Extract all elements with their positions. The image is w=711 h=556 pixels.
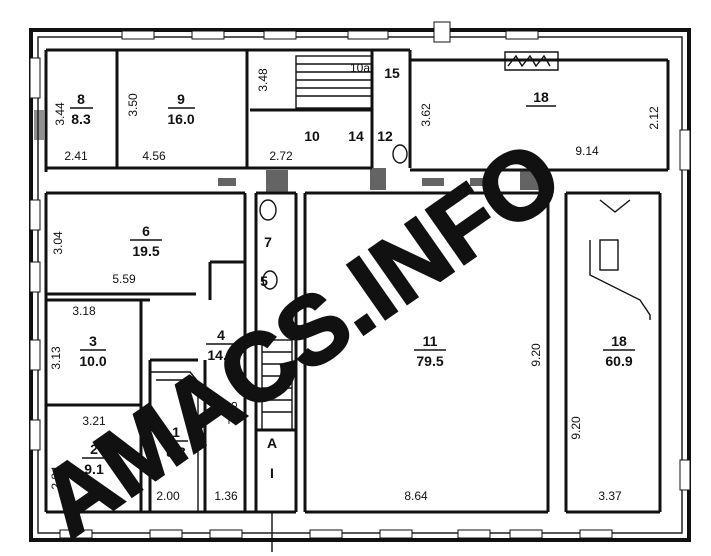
room-number: 6 <box>142 223 150 239</box>
dimension: 2.12 <box>647 106 661 130</box>
dimensions: 3.44 2.41 3.50 4.56 3.48 2.72 3.62 2.12 … <box>49 68 661 503</box>
room-number: 18 <box>533 89 549 105</box>
dimension: 9.14 <box>575 144 599 158</box>
room-number: 15 <box>384 65 400 81</box>
room-number: 7 <box>264 234 272 250</box>
room-area: 14.8 <box>207 347 234 363</box>
windows <box>29 21 691 539</box>
room-number: 9 <box>177 91 185 107</box>
entrance-markers: A I <box>267 435 277 552</box>
room-area: 9.1 <box>84 461 104 477</box>
room-number: 18 <box>611 333 627 349</box>
room-area: 8.3 <box>166 444 186 460</box>
room-number: 11 <box>423 333 438 349</box>
room-number: 8 <box>77 91 85 107</box>
interior-walls <box>44 48 670 514</box>
room-number: 14 <box>348 128 364 144</box>
dimension: 2.72 <box>269 149 293 163</box>
room-area: 19.5 <box>132 243 159 259</box>
dimension: 9.20 <box>529 343 543 367</box>
room-number: 5 <box>260 273 268 289</box>
stair-label: I <box>270 465 274 481</box>
dimension: 2.00 <box>156 489 180 503</box>
dimension: 1.36 <box>214 489 238 503</box>
room-area: 16.0 <box>167 111 194 127</box>
dimension: 4.56 <box>142 149 166 163</box>
watermark: AMACS.INFO <box>19 120 581 556</box>
room-number: 4 <box>217 327 225 343</box>
dimension: 3.13 <box>49 346 63 370</box>
room-area: 8.3 <box>71 111 91 127</box>
room-number: 3 <box>89 333 97 349</box>
room-area: 79.5 <box>416 353 443 369</box>
room-numbers: 8 9 10 10a 14 12 15 18 6 7 5 3 4 1 2 11 … <box>77 61 627 457</box>
dimension: 3.48 <box>256 68 270 92</box>
dimension: 3.50 <box>126 93 140 117</box>
room-number: 12 <box>377 128 393 144</box>
room-area: 60.9 <box>605 353 632 369</box>
dimension: 3.04 <box>51 231 65 255</box>
dimension: 3.21 <box>82 414 106 428</box>
dimension: 2.84 <box>49 466 63 490</box>
hatched-partitions <box>34 110 542 192</box>
dimension: 9.20 <box>569 416 583 440</box>
dimension: 3.37 <box>598 489 622 503</box>
room-areas: 8.3 16.0 19.5 10.0 14.8 8.3 9.1 79.5 60.… <box>70 105 635 477</box>
dimension: 3.18 <box>72 304 96 318</box>
room-number: 2 <box>90 441 98 457</box>
dimension: 8.64 <box>404 489 428 503</box>
dimension: 7.05 <box>226 401 240 425</box>
fixtures <box>259 144 651 320</box>
dimension: 2.41 <box>64 149 88 163</box>
dimension: 3.44 <box>53 102 67 126</box>
room-number: 1 <box>172 424 180 440</box>
stair-label: A <box>267 435 277 451</box>
room-number: 10 <box>304 128 320 144</box>
stairs <box>150 51 559 512</box>
dimension: 5.59 <box>112 272 136 286</box>
dimension: 3.62 <box>419 103 433 127</box>
svg-text:AMACS.INFO: AMACS.INFO <box>21 121 580 556</box>
room-number: 10a <box>350 61 370 75</box>
room-area: 10.0 <box>79 353 106 369</box>
